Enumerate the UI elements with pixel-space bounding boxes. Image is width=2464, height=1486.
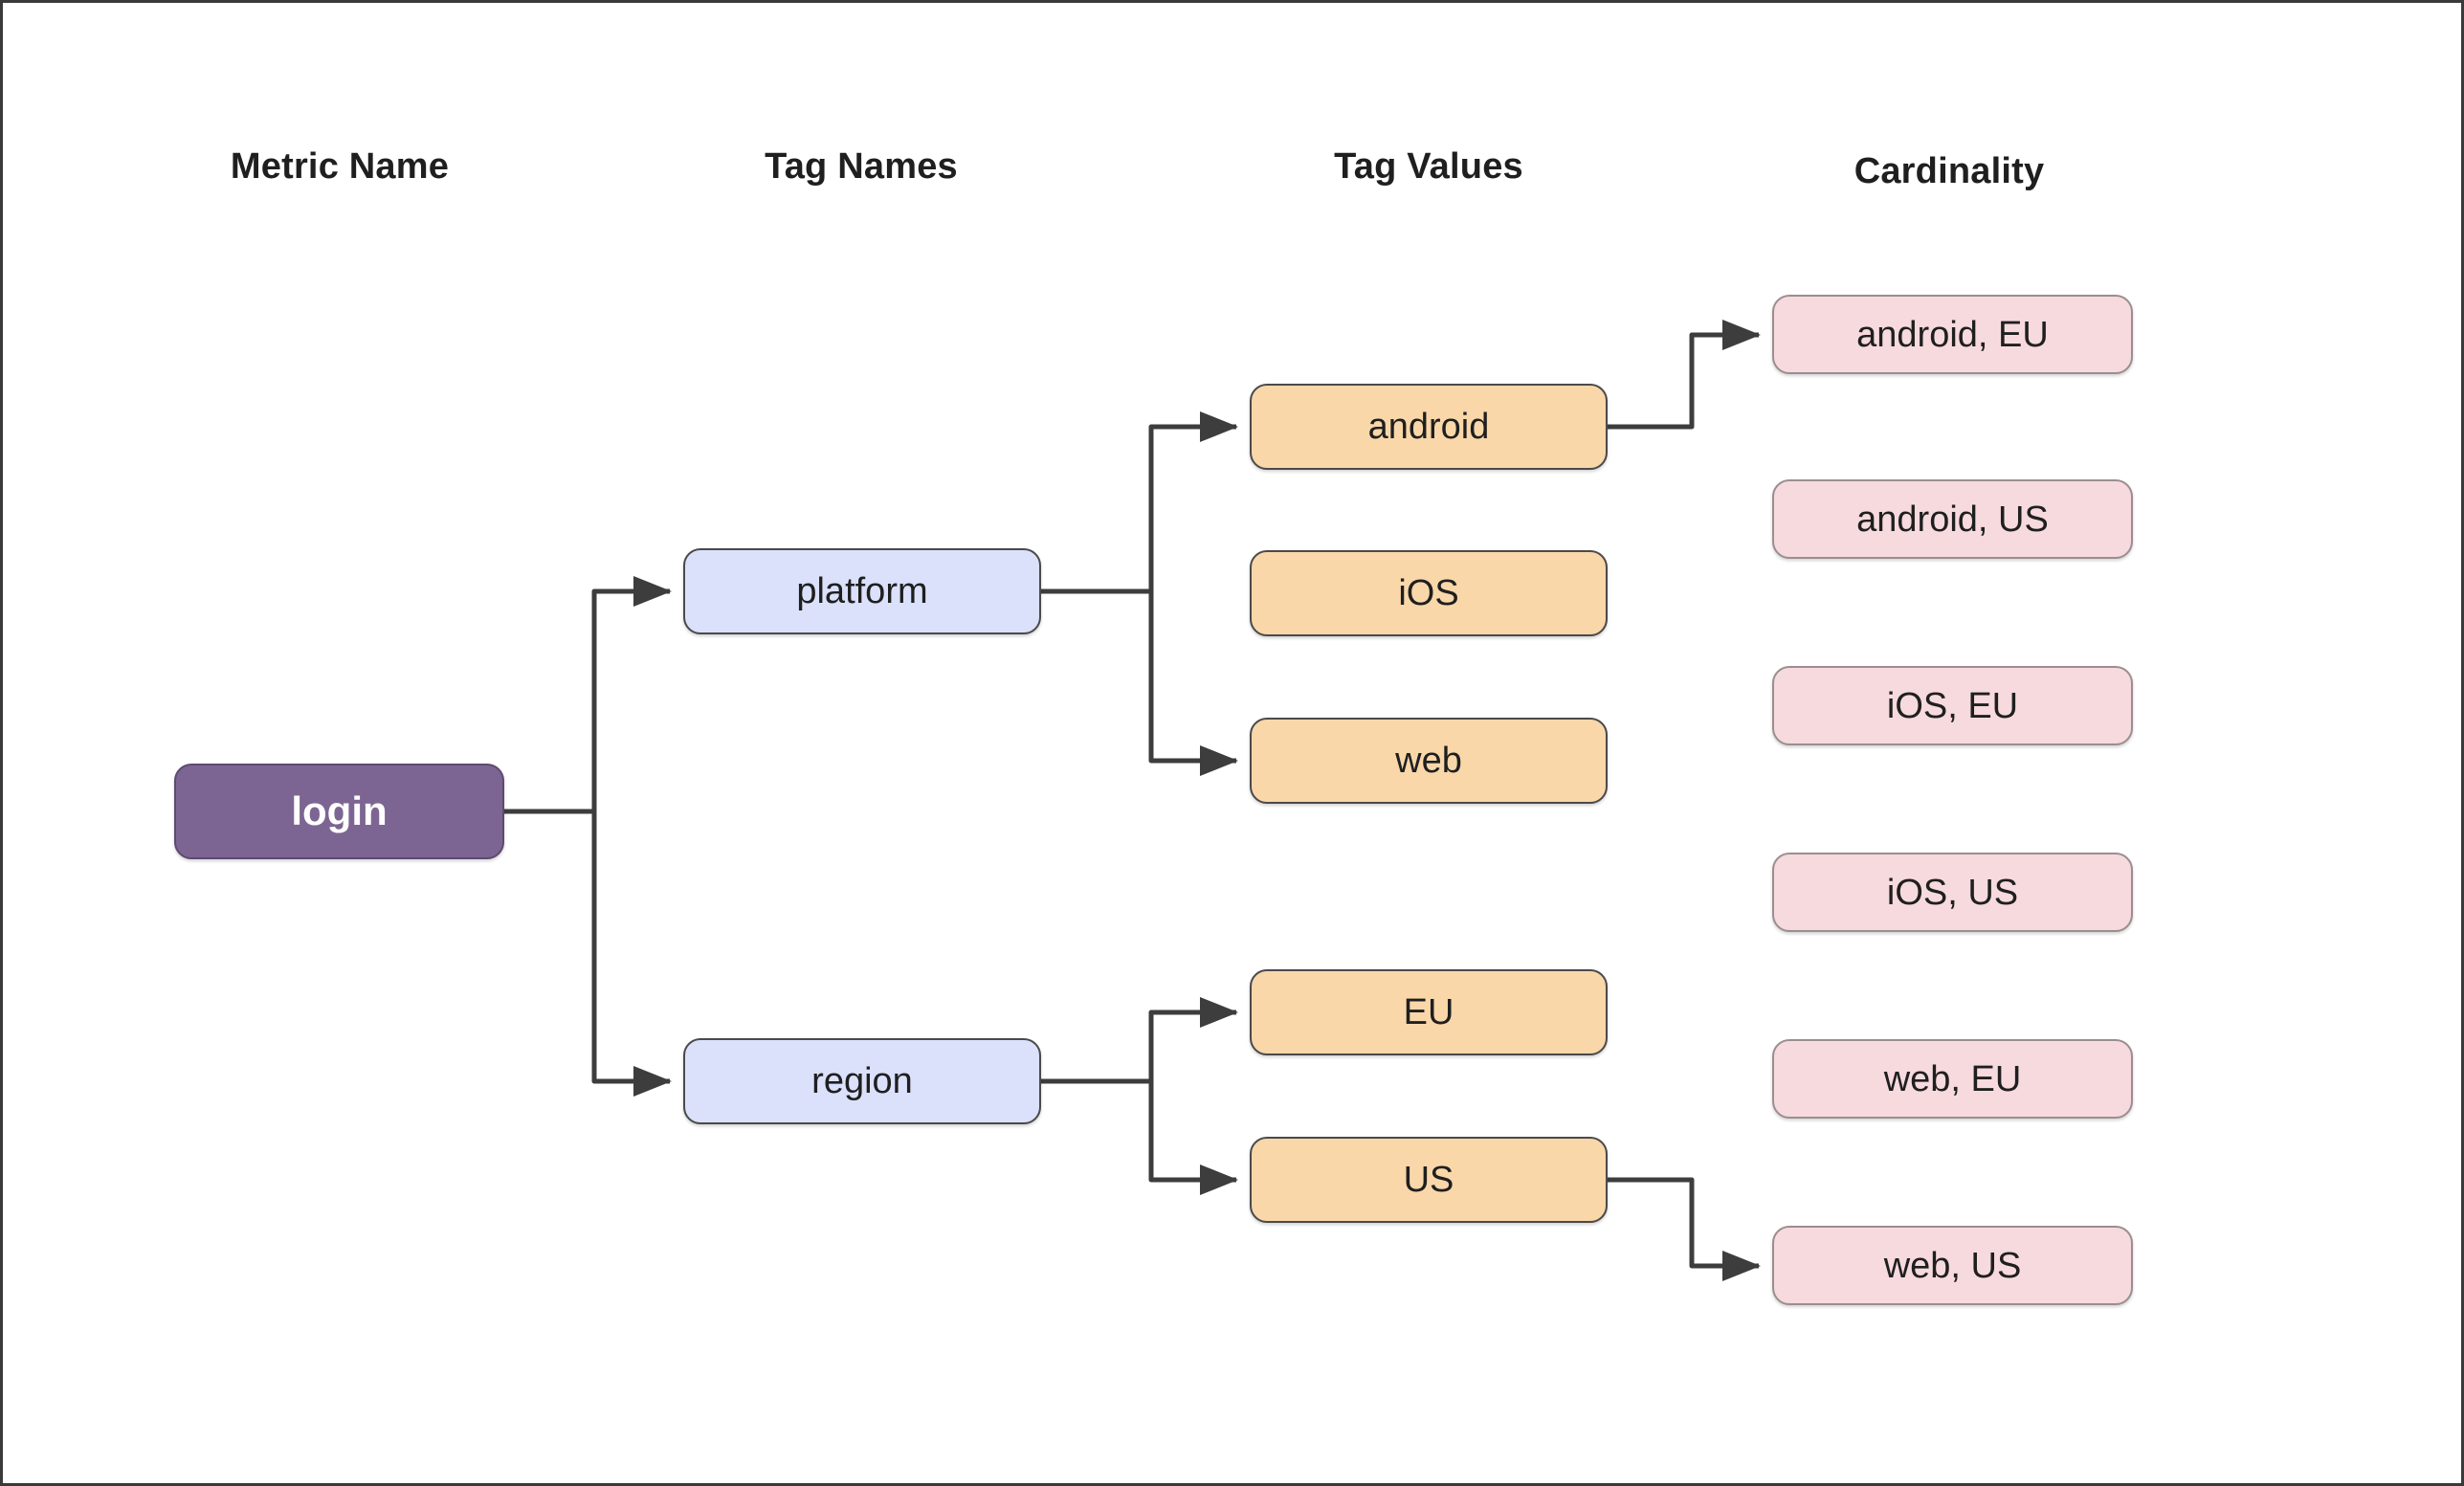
node-label: platform [796,571,928,611]
edge-platform-to-web [1041,588,1239,776]
tag-value-node-android[interactable]: android [1250,384,1608,470]
column-header-metric-name: Metric Name [230,146,450,187]
node-label: iOS, US [1886,872,2019,913]
column-header-tag-names: Tag Names [765,146,958,187]
metric-node-login[interactable]: login [174,764,504,859]
edge-android-to-android-eu [1608,319,1762,430]
node-label: web, US [1883,1245,2022,1286]
cardinality-node-web-us[interactable]: web, US [1772,1226,2133,1305]
node-label: android, EU [1856,314,2049,355]
tag-value-node-web[interactable]: web [1250,718,1608,804]
node-label: login [291,788,388,833]
edge-group [504,319,1762,1281]
node-label: web, EU [1883,1058,2022,1099]
cardinality-node-ios-eu[interactable]: iOS, EU [1772,666,2133,745]
column-header-tag-values: Tag Values [1334,146,1523,187]
tag-value-node-ios[interactable]: iOS [1250,550,1608,636]
node-label: iOS [1398,573,1459,613]
node-label: iOS, EU [1886,685,2019,726]
edge-platform-to-android [1041,410,1239,594]
edge-login-to-platform [504,575,673,814]
edge-login-to-region [504,809,673,1097]
node-label: EU [1403,992,1454,1032]
node-label: web [1395,741,1462,781]
tag-value-node-us[interactable]: US [1250,1137,1608,1223]
diagram-edges-layer [504,319,1762,1281]
node-label: US [1403,1160,1454,1200]
cardinality-node-android-eu[interactable]: android, EU [1772,295,2133,374]
node-label: region [811,1061,913,1101]
tag-name-node-platform[interactable]: platform [683,548,1041,634]
node-label: android, US [1856,499,2049,540]
cardinality-node-web-eu[interactable]: web, EU [1772,1039,2133,1119]
edge-region-to-us [1041,1078,1239,1195]
tag-name-node-region[interactable]: region [683,1038,1041,1124]
cardinality-node-ios-us[interactable]: iOS, US [1772,853,2133,932]
edge-region-to-eu [1041,996,1239,1084]
tag-value-node-eu[interactable]: EU [1250,969,1608,1055]
node-label: android [1367,407,1490,447]
column-header-cardinality: Cardinality [1854,151,2045,191]
cardinality-node-android-us[interactable]: android, US [1772,479,2133,559]
edge-us-to-web-us [1608,1177,1762,1281]
